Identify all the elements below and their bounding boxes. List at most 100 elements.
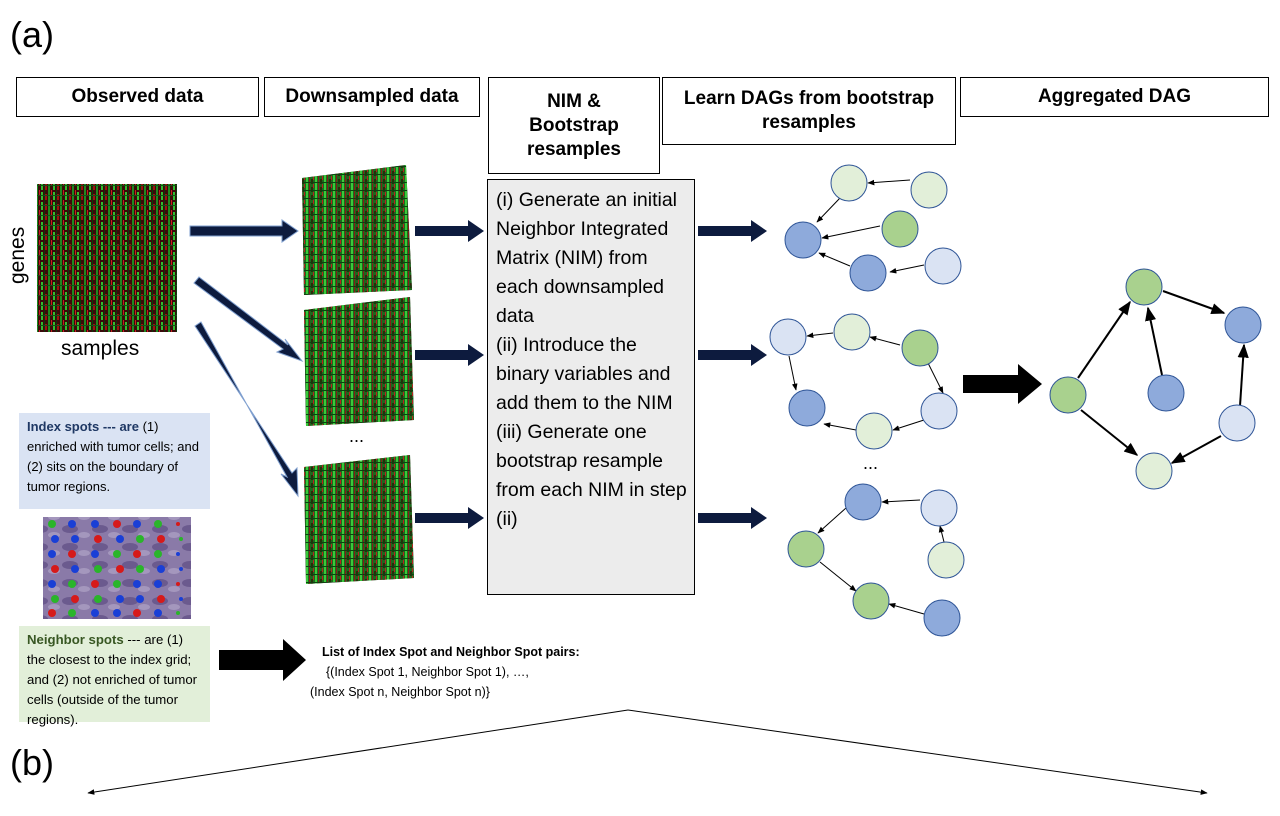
tissue-spot (91, 580, 99, 588)
agg-edge (1080, 409, 1139, 456)
dag3-node (923, 599, 961, 637)
tissue-spot (154, 520, 162, 528)
step-1-text: (i) Generate an initial Neighbor Integra… (496, 189, 678, 327)
header-learn-dags: Learn DAGs from bootstrap resamples (662, 77, 956, 145)
tissue-spot-image (43, 517, 191, 619)
tissue-spot (113, 550, 121, 558)
dag1-node (924, 247, 962, 285)
panel-label-b: (b) (10, 742, 54, 783)
panel-label-a: (a) (10, 14, 54, 55)
dag1-edge (818, 252, 851, 267)
tissue-spot (68, 550, 76, 558)
header-nim-bootstrap: NIM & Bootstrap resamples (488, 77, 660, 174)
dag1-node (830, 164, 868, 202)
agg-edge (1145, 306, 1163, 376)
dag2-edge (869, 335, 901, 346)
downsampled-heatmap-1 (302, 165, 412, 295)
dag3-node (927, 541, 965, 579)
tissue-spot (154, 550, 162, 558)
tissue-spot (94, 595, 102, 603)
tissue-spot (91, 609, 99, 617)
arrow-nim-to-dag-3 (698, 507, 767, 529)
dag1-node (881, 210, 919, 248)
index-spots-title: Index spots --- are (27, 419, 139, 434)
dag3-edge (938, 525, 945, 543)
tissue-spot (48, 520, 56, 528)
agg-edge (1237, 343, 1249, 407)
agg-node (1224, 306, 1262, 344)
spot-pairs-line-2: (Index Spot n, Neighbor Spot n)} (310, 685, 490, 699)
tissue-spot (133, 550, 141, 558)
tissue-spot (116, 535, 124, 543)
tissue-spot (157, 595, 165, 603)
agg-node (1049, 376, 1087, 414)
dag2-edge (788, 355, 798, 391)
step-3-text: (iii) Generate one bootstrap resample fr… (496, 421, 687, 530)
tissue-spot (94, 535, 102, 543)
observed-heatmap (37, 184, 177, 332)
arrow-observed-to-down-2 (193, 276, 304, 363)
tissue-spot (48, 550, 56, 558)
dag3-edge (888, 603, 925, 615)
tissue-spot (136, 595, 144, 603)
dag2-edge (806, 332, 834, 339)
agg-node (1135, 452, 1173, 490)
tissue-spot (51, 565, 59, 573)
tissue-spot (51, 595, 59, 603)
index-spots-definition: Index spots --- are (1) enriched with tu… (19, 413, 210, 509)
dag1-edge (816, 197, 841, 223)
tissue-spot (68, 580, 76, 588)
tissue-spot (157, 535, 165, 543)
agg-edge (1077, 300, 1131, 379)
dag3-node (844, 483, 882, 521)
agg-node (1147, 374, 1185, 412)
arrow-nim-to-dag-2 (698, 344, 767, 366)
index-spots-text: (1) enriched with tumor cells; and (2) s… (27, 419, 199, 494)
tissue-spot (136, 565, 144, 573)
tissue-spot (91, 550, 99, 558)
tissue-spot (48, 580, 56, 588)
tissue-spot (113, 609, 121, 617)
dag3-node (787, 530, 825, 568)
tissue-spot (154, 580, 162, 588)
tissue-spot (133, 580, 141, 588)
nim-steps-box: (i) Generate an initial Neighbor Integra… (487, 179, 695, 595)
tissue-spot (113, 580, 121, 588)
dag3-node (920, 489, 958, 527)
neighbor-spots-title: Neighbor spots (27, 632, 124, 647)
tissue-spot (68, 609, 76, 617)
downsampled-heatmap-3 (304, 455, 414, 584)
downsampled-ellipsis: ... (349, 426, 365, 446)
dag3-edge (881, 498, 921, 505)
tissue-spot (157, 565, 165, 573)
dag2-edge (892, 419, 925, 431)
tissue-spot (154, 609, 162, 617)
tissue-spot (48, 609, 56, 617)
tissue-spot (176, 522, 180, 526)
header-observed-data: Observed data (16, 77, 259, 117)
neighbor-spots-definition: Neighbor spots --- are (1) the closest t… (19, 626, 210, 727)
dag1-node (849, 254, 887, 292)
dag1-edge (867, 179, 911, 186)
tissue-spot (179, 537, 183, 541)
agg-edge (1162, 290, 1226, 314)
tissue-spot (176, 611, 180, 615)
step-2-text: (ii) Introduce the binary variables and … (496, 334, 673, 414)
arrow-down-to-nim-1 (415, 220, 484, 242)
bracket-line-right (627, 709, 1208, 795)
neighbor-spots-text: --- are (1) the closest to the index gri… (27, 632, 198, 727)
dag3-edge (819, 561, 857, 592)
dag2-edge (823, 422, 857, 431)
dag2-node (769, 318, 807, 356)
arrow-to-aggregated-dag (963, 364, 1042, 404)
tissue-spot (136, 535, 144, 543)
dag1-edge (821, 225, 881, 240)
dag1-node (784, 221, 822, 259)
tissue-spot (91, 520, 99, 528)
dag3-node (852, 582, 890, 620)
arrow-down-to-nim-3 (415, 507, 484, 529)
tissue-spot (176, 552, 180, 556)
spot-pairs-line-1: {(Index Spot 1, Neighbor Spot 1), …, (326, 665, 529, 679)
agg-node (1218, 404, 1256, 442)
